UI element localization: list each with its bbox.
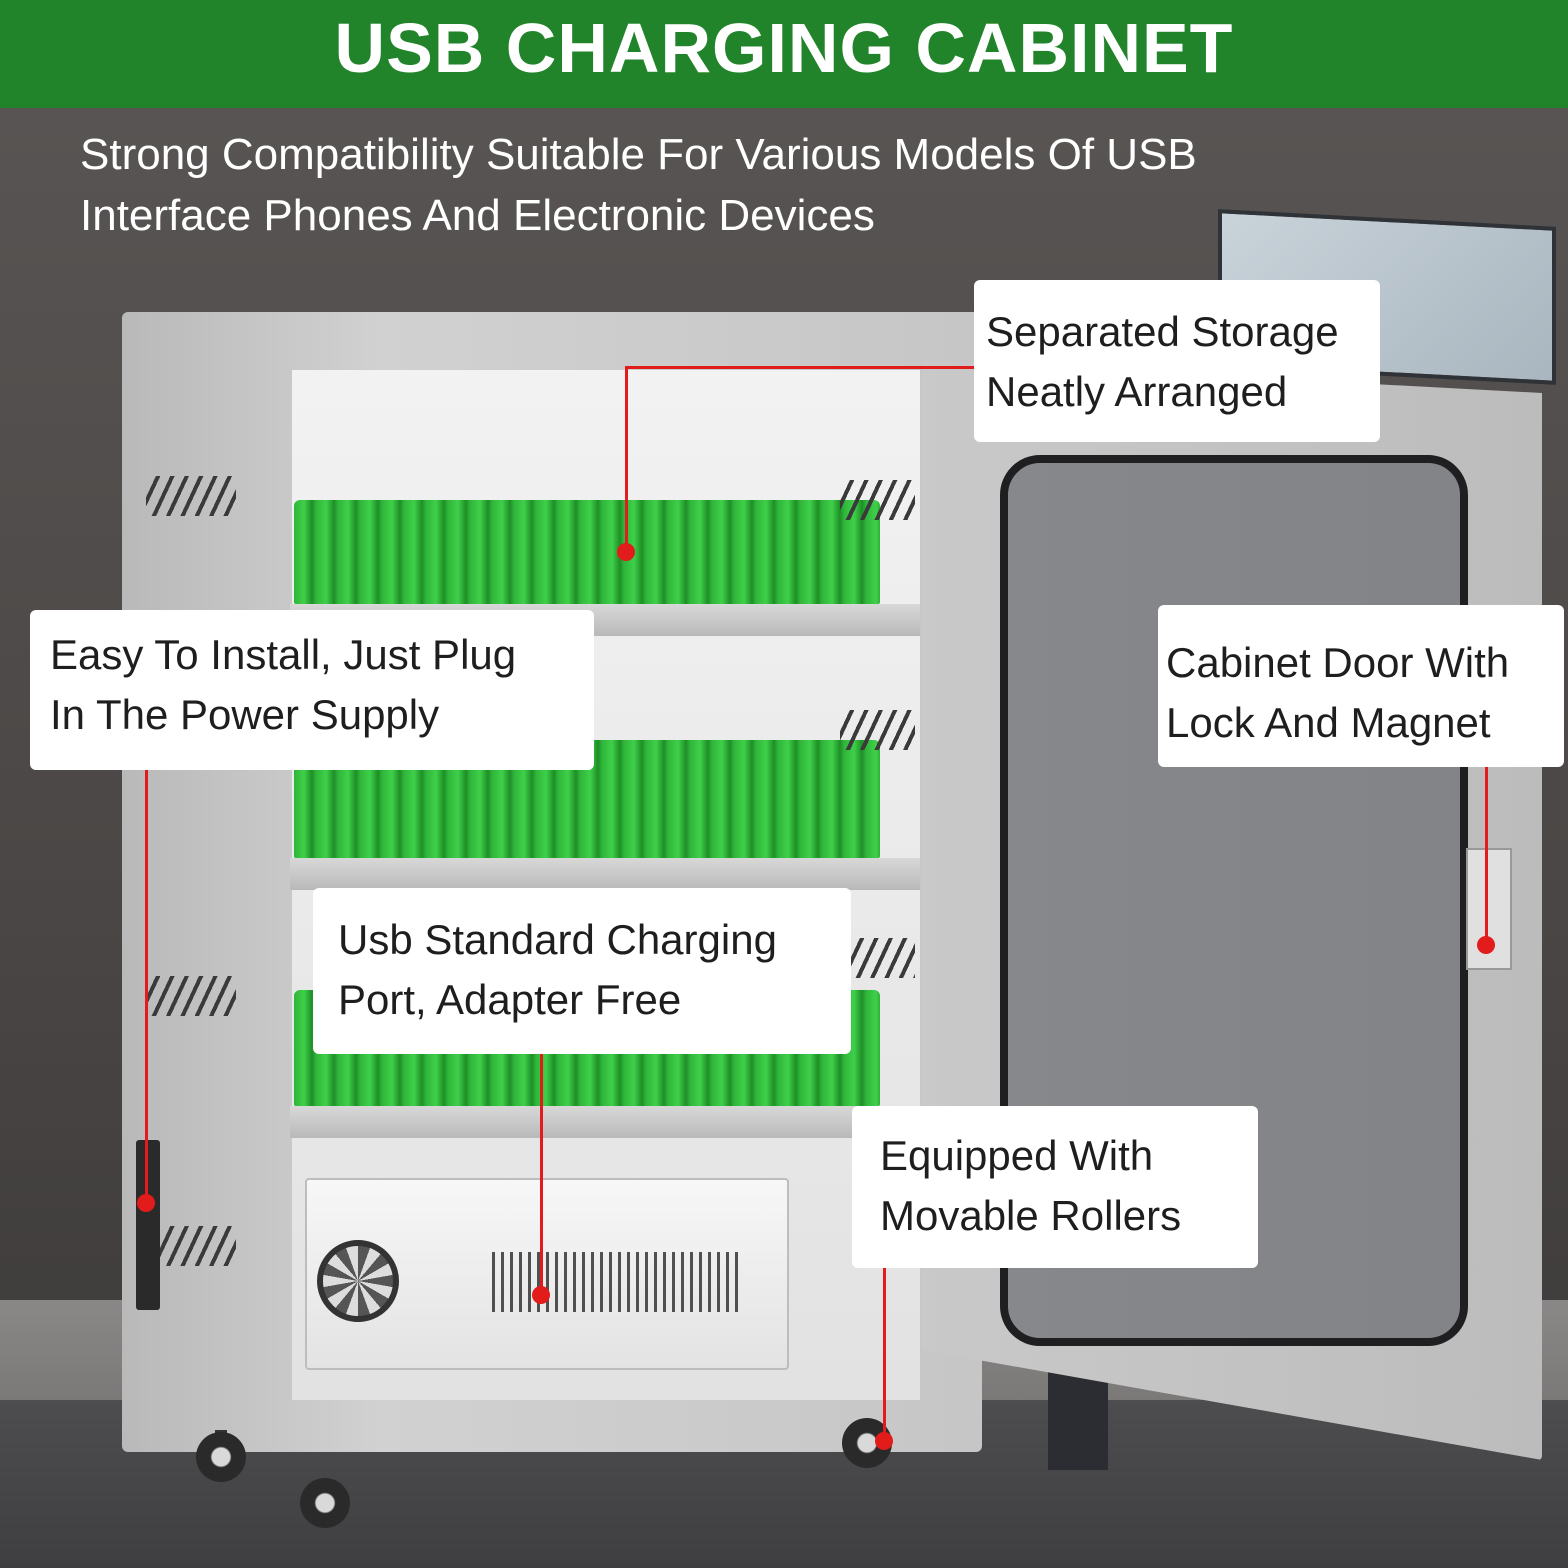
side-vent [146, 476, 236, 516]
subtitle-line-1: Strong Compatibility Suitable For Variou… [80, 130, 1197, 179]
subtitle-line-2: Interface Phones And Electronic Devices [80, 191, 875, 240]
callout-separated-storage: Separated Storage Neatly Arranged [974, 280, 1380, 442]
title-banner: USB CHARGING CABINET [0, 0, 1568, 108]
side-vent [146, 976, 236, 1016]
inner-vent [840, 480, 915, 520]
inner-vent [840, 710, 915, 750]
leader-dot [532, 1286, 550, 1304]
side-vent [146, 1226, 236, 1266]
leader-line [1485, 766, 1488, 946]
phone-slots-top [294, 500, 880, 604]
callout-cabinet-door: Cabinet Door With Lock And Magnet [1158, 605, 1564, 767]
subtitle: Strong Compatibility Suitable For Variou… [80, 124, 1380, 246]
power-supply-unit [305, 1178, 789, 1370]
leader-line [883, 1266, 886, 1442]
callout-text-line-2: Lock And Magnet [1166, 699, 1491, 746]
shelf-2 [290, 858, 920, 890]
callout-text-line-2: In The Power Supply [50, 691, 440, 738]
inner-vent [850, 938, 915, 978]
power-switch [136, 1140, 160, 1310]
callout-easy-install: Easy To Install, Just Plug In The Power … [30, 610, 594, 770]
shelf-3 [290, 1106, 920, 1138]
caster-wheel [196, 1432, 246, 1482]
callout-text-line-1: Cabinet Door With [1166, 639, 1510, 686]
fan-icon [317, 1240, 399, 1322]
leader-line [625, 366, 975, 369]
callout-rollers: Equipped With Movable Rollers [852, 1106, 1258, 1268]
psu-vent-grill [492, 1252, 740, 1312]
leader-dot [1477, 936, 1495, 954]
callout-text-line-1: Easy To Install, Just Plug [50, 631, 517, 678]
leader-dot [617, 543, 635, 561]
callout-text-line-1: Usb Standard Charging [338, 916, 777, 963]
leader-dot [875, 1432, 893, 1450]
caster-wheel [300, 1478, 350, 1528]
callout-usb-port: Usb Standard Charging Port, Adapter Free [313, 888, 851, 1054]
leader-line [625, 366, 628, 552]
leader-line [145, 768, 148, 1202]
callout-text-line-2: Movable Rollers [880, 1192, 1182, 1239]
callout-text-line-1: Separated Storage [986, 308, 1339, 355]
callout-text-line-2: Port, Adapter Free [338, 976, 682, 1023]
leader-dot [137, 1194, 155, 1212]
banner-title: USB CHARGING CABINET [334, 9, 1234, 87]
leader-line [540, 1052, 543, 1294]
callout-text-line-2: Neatly Arranged [986, 368, 1288, 415]
callout-text-line-1: Equipped With [880, 1132, 1154, 1179]
